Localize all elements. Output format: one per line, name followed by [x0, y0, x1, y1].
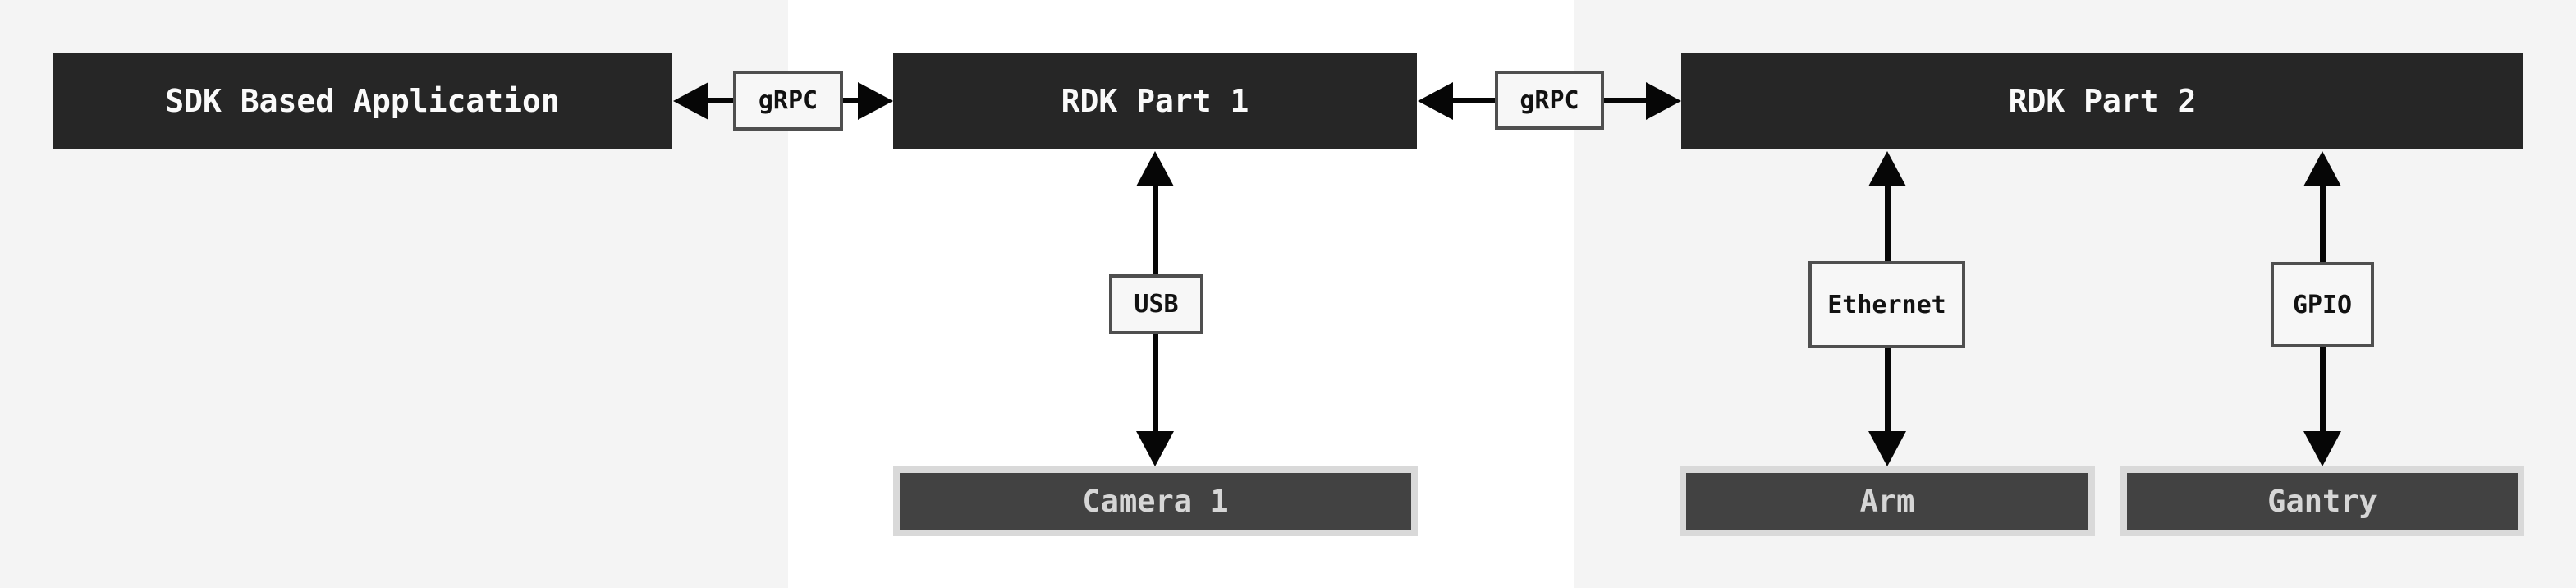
connector-label-text: Ethernet	[1827, 290, 1946, 319]
arrowhead-up-icon	[2303, 151, 2341, 186]
arrowhead-right-icon	[858, 82, 893, 120]
device-label: Gantry	[2267, 484, 2377, 519]
arrowhead-up-icon	[1868, 151, 1906, 186]
node-camera-1: Camera 1	[893, 466, 1418, 536]
connector-label-grpc-left: gRPC	[733, 71, 843, 131]
arrowhead-down-icon	[1868, 431, 1906, 466]
node-label: RDK Part 1	[1061, 83, 1249, 119]
node-arm: Arm	[1680, 466, 2095, 536]
connector-label-gpio: GPIO	[2271, 262, 2374, 347]
node-label: RDK Part 2	[2008, 83, 2197, 119]
connector-label-ethernet: Ethernet	[1808, 261, 1965, 348]
connector-label-text: GPIO	[2292, 290, 2353, 319]
node-rdk-part-1: RDK Part 1	[893, 53, 1417, 149]
device-label: Arm	[1859, 484, 1915, 519]
arrowhead-left-icon	[673, 82, 708, 120]
connector-label-text: USB	[1134, 290, 1179, 319]
connector-label-grpc-right: gRPC	[1495, 71, 1604, 130]
node-rdk-part-2: RDK Part 2	[1681, 53, 2523, 149]
node-gantry: Gantry	[2120, 466, 2524, 536]
connector-label-text: gRPC	[758, 86, 818, 115]
connector-label-text: gRPC	[1519, 85, 1579, 115]
arrowhead-right-icon	[1646, 82, 1681, 120]
node-sdk-based-application: SDK Based Application	[53, 53, 672, 149]
connector-label-usb: USB	[1109, 274, 1203, 334]
arrowhead-left-icon	[1418, 82, 1453, 120]
node-label: SDK Based Application	[165, 83, 560, 119]
arrowhead-down-icon	[2303, 431, 2341, 466]
device-label: Camera 1	[1082, 484, 1229, 519]
arrowhead-up-icon	[1136, 151, 1174, 186]
arrowhead-down-icon	[1136, 431, 1174, 466]
